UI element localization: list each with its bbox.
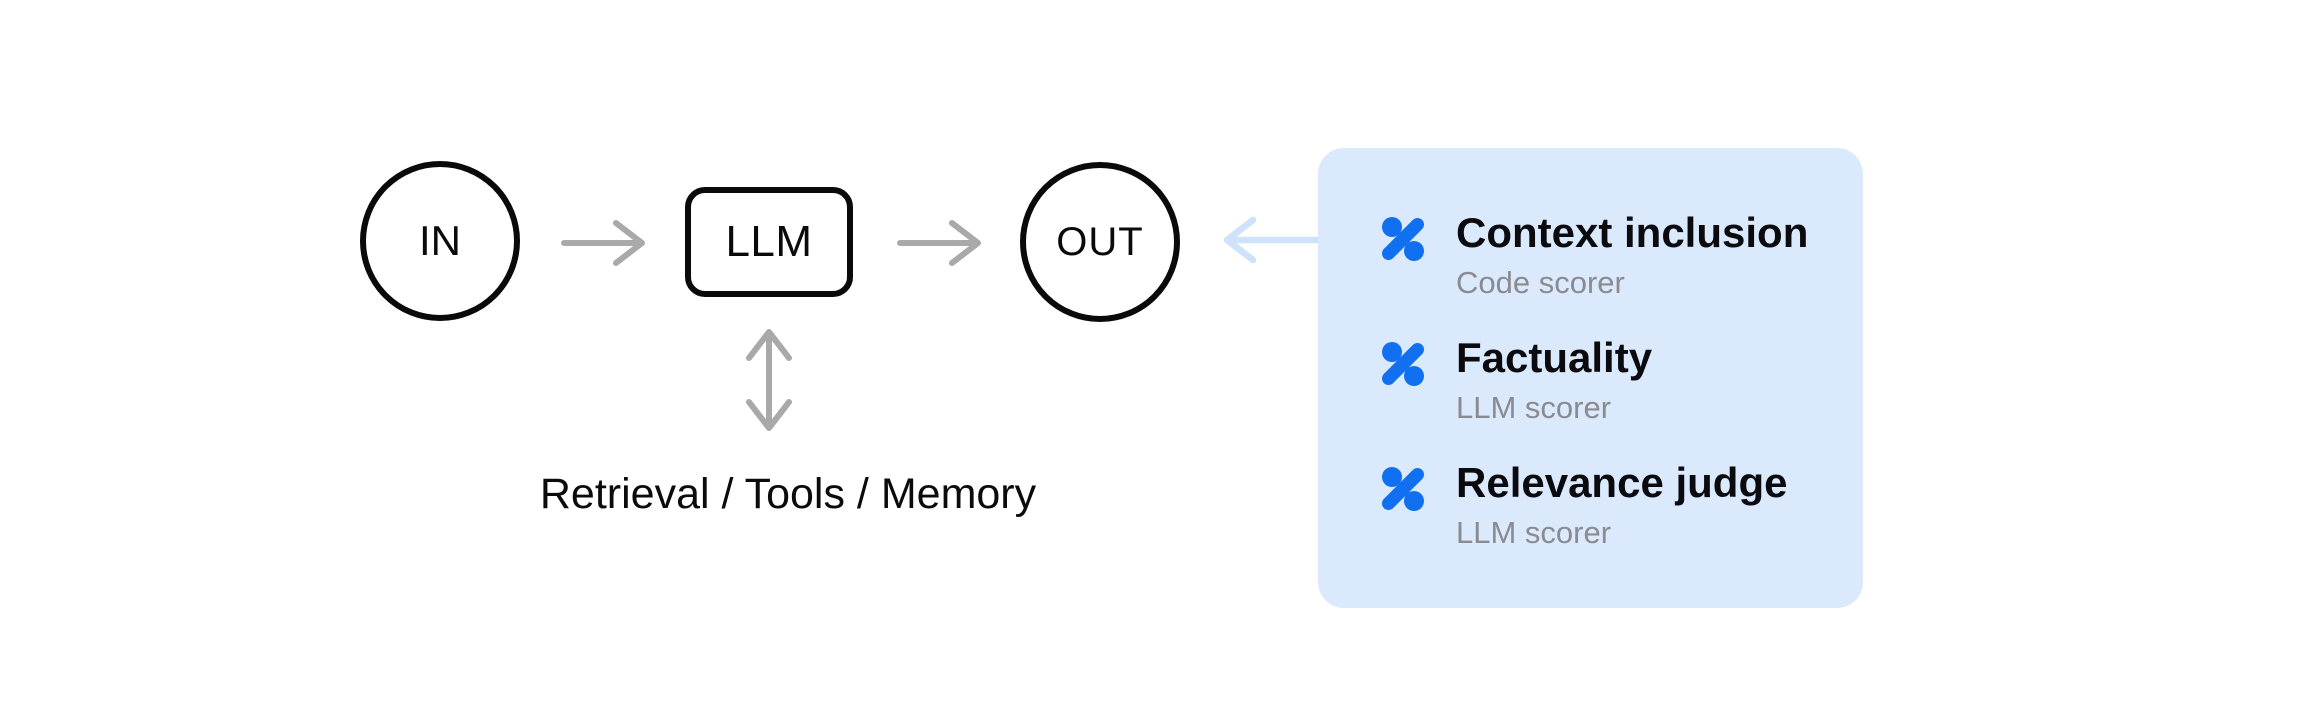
scorer-text: Relevance judge LLM scorer: [1456, 458, 1787, 551]
scorer-subtitle: LLM scorer: [1456, 515, 1612, 550]
scorer-title: Context inclusion: [1456, 209, 1809, 256]
retrieval-tools-memory-label: Retrieval / Tools / Memory: [539, 470, 1037, 518]
arrow-in-to-llm-icon: [561, 220, 645, 266]
arrow-scorers-to-out-icon: [1223, 216, 1321, 264]
node-in-label: IN: [419, 217, 461, 264]
percent-scorer-icon: [1382, 217, 1424, 261]
scorer-subtitle: Code scorer: [1456, 265, 1625, 300]
node-out-label: OUT: [1056, 219, 1144, 264]
percent-scorer-icon: [1382, 467, 1424, 511]
node-llm: LLM: [685, 187, 853, 297]
scorer-row-relevance-judge: Relevance judge LLM scorer: [1380, 458, 1833, 551]
arrow-llm-to-out-icon: [897, 220, 981, 266]
scorer-row-factuality: Factuality LLM scorer: [1380, 333, 1833, 426]
node-llm-label: LLM: [725, 217, 813, 266]
scorer-title: Relevance judge: [1456, 459, 1788, 506]
scorer-text: Context inclusion Code scorer: [1456, 208, 1808, 301]
node-out: OUT: [1020, 162, 1180, 322]
scorer-subtitle: LLM scorer: [1456, 390, 1612, 425]
scorers-panel: Context inclusion Code scorer Factuality…: [1318, 148, 1863, 608]
scorer-row-context-inclusion: Context inclusion Code scorer: [1380, 208, 1833, 301]
percent-scorer-icon: [1382, 342, 1424, 386]
node-in: IN: [360, 161, 520, 321]
scorer-title: Factuality: [1456, 334, 1653, 381]
scorer-text: Factuality LLM scorer: [1456, 333, 1652, 426]
arrow-llm-tools-bidirectional-icon: [746, 329, 792, 431]
